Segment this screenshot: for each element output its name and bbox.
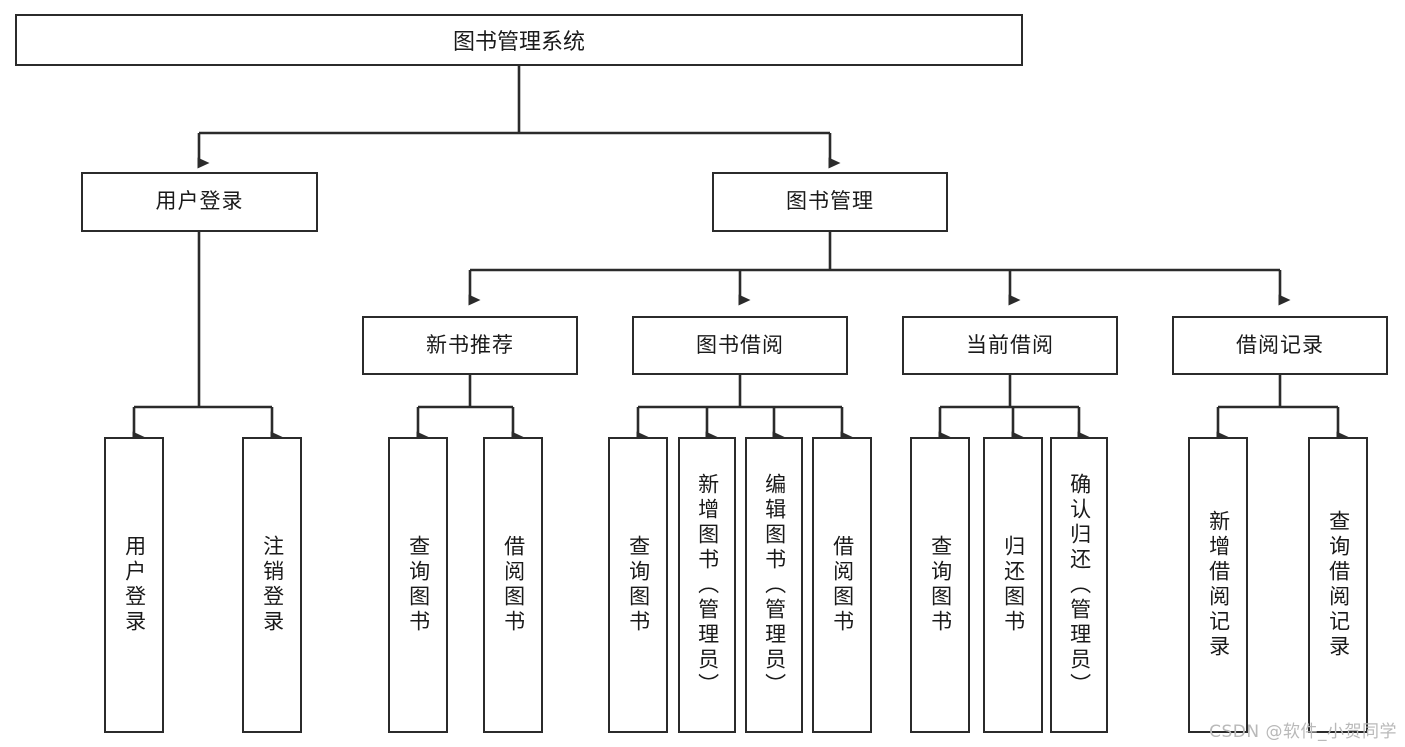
- node-leaf_query_book_3-label: 查询图书: [928, 535, 953, 635]
- node-leaf_query_book_1-label: 查询图书: [406, 535, 431, 635]
- node-leaf_edit_book[interactable]: 编辑图书（管理员）: [745, 437, 803, 733]
- node-leaf_return_book[interactable]: 归还图书: [983, 437, 1043, 733]
- node-leaf_query_record-label: 查询借阅记录: [1326, 510, 1351, 660]
- node-leaf_borrow_book_2[interactable]: 借阅图书: [812, 437, 872, 733]
- node-book_manage[interactable]: 图书管理: [712, 172, 948, 232]
- node-leaf_edit_book-label: 编辑图书（管理员）: [762, 472, 787, 698]
- node-new_book_rec[interactable]: 新书推荐: [362, 316, 578, 375]
- node-user_login-label: 用户登录: [155, 189, 244, 214]
- node-book_borrow[interactable]: 图书借阅: [632, 316, 848, 375]
- node-user_login[interactable]: 用户登录: [81, 172, 318, 232]
- node-leaf_query_book_3[interactable]: 查询图书: [910, 437, 970, 733]
- node-leaf_return_book-label: 归还图书: [1001, 535, 1026, 635]
- node-leaf_user_login-label: 用户登录: [122, 535, 147, 635]
- node-new_book_rec-label: 新书推荐: [426, 332, 514, 357]
- node-leaf_add_record-label: 新增借阅记录: [1206, 510, 1231, 660]
- node-leaf_confirm_return[interactable]: 确认归还（管理员）: [1050, 437, 1108, 733]
- node-leaf_borrow_book_2-label: 借阅图书: [830, 535, 855, 635]
- node-leaf_confirm_return-label: 确认归还（管理员）: [1067, 472, 1092, 698]
- node-current_borrow[interactable]: 当前借阅: [902, 316, 1118, 375]
- node-leaf_add_book[interactable]: 新增图书（管理员）: [678, 437, 736, 733]
- node-leaf_query_book_1[interactable]: 查询图书: [388, 437, 448, 733]
- node-leaf_query_book_2-label: 查询图书: [626, 535, 651, 635]
- node-leaf_add_book-label: 新增图书（管理员）: [695, 472, 720, 698]
- node-leaf_logout-label: 注销登录: [260, 535, 285, 635]
- node-leaf_query_book_2[interactable]: 查询图书: [608, 437, 668, 733]
- node-borrow_record-label: 借阅记录: [1236, 332, 1324, 357]
- node-leaf_query_record[interactable]: 查询借阅记录: [1308, 437, 1368, 733]
- node-book_borrow-label: 图书借阅: [696, 332, 784, 357]
- node-root-label: 图书管理系统: [452, 30, 585, 55]
- node-leaf_add_record[interactable]: 新增借阅记录: [1188, 437, 1248, 733]
- node-leaf_user_login[interactable]: 用户登录: [104, 437, 164, 733]
- node-book_manage-label: 图书管理: [786, 189, 874, 214]
- node-current_borrow-label: 当前借阅: [966, 332, 1054, 357]
- node-leaf_logout[interactable]: 注销登录: [242, 437, 302, 733]
- node-leaf_borrow_book_1[interactable]: 借阅图书: [483, 437, 543, 733]
- node-root[interactable]: 图书管理系统: [15, 14, 1023, 66]
- node-borrow_record[interactable]: 借阅记录: [1172, 316, 1388, 375]
- node-leaf_borrow_book_1-label: 借阅图书: [501, 535, 526, 635]
